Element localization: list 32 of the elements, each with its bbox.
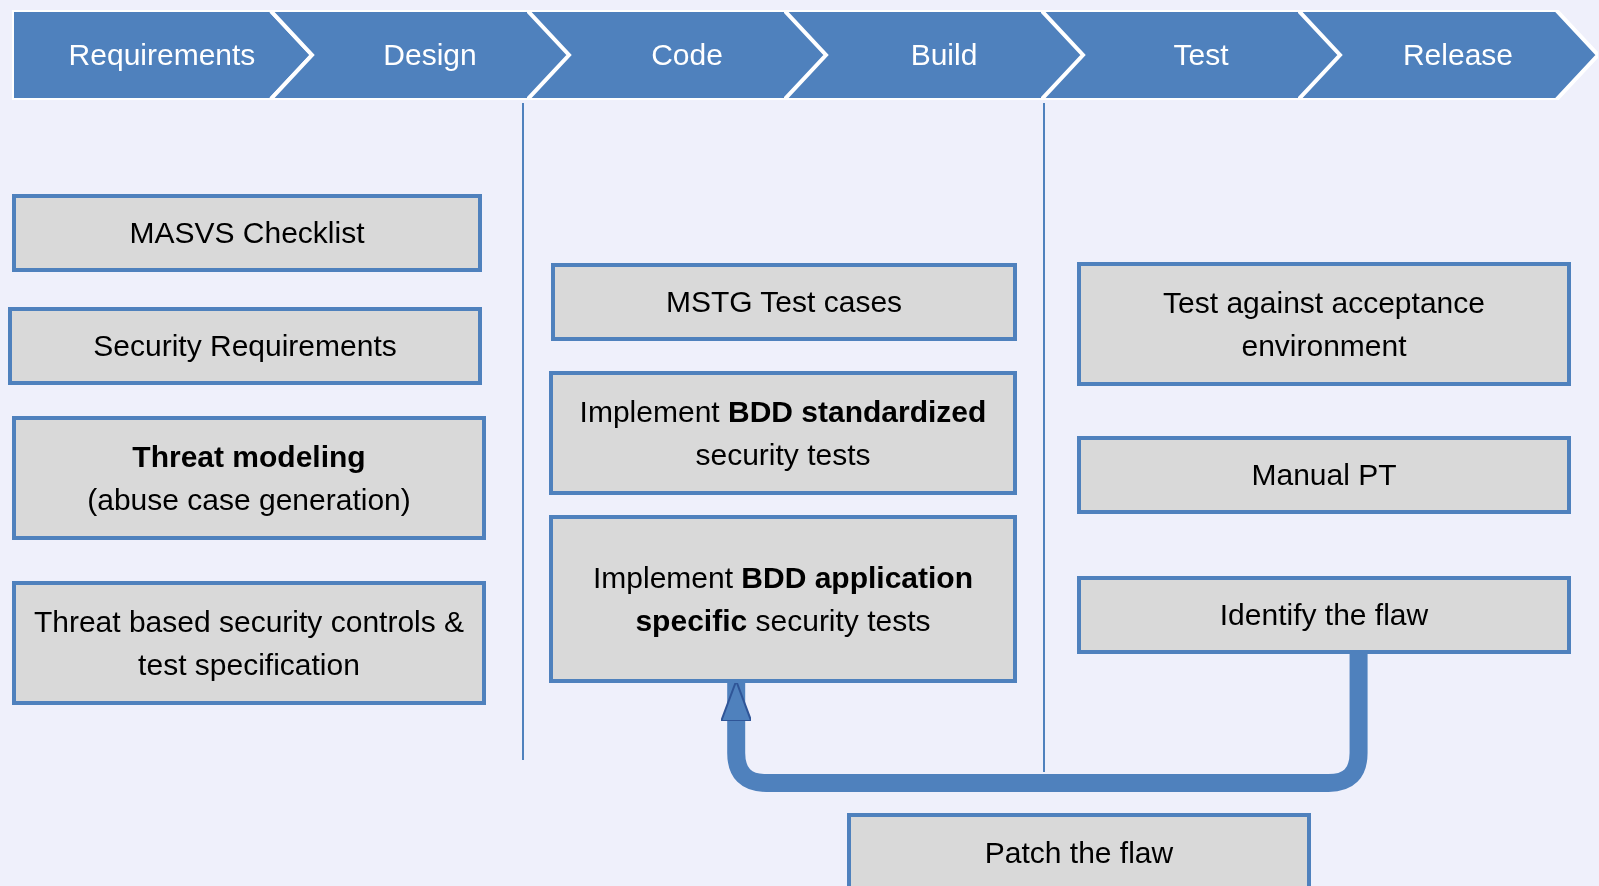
phase-label: Code <box>651 38 723 72</box>
activity-box <box>1077 262 1571 386</box>
activity-text: Threat modeling <box>132 438 366 475</box>
activity-text: (abuse case generation) <box>87 482 411 518</box>
activity-text: MASVS Checklist <box>129 215 365 252</box>
activity-text: Identify the flaw <box>1219 597 1429 634</box>
activity-text: Implement BDD standardized security tests <box>578 393 988 473</box>
activity-box <box>1077 436 1571 514</box>
activity-text: Test against acceptance environment <box>1162 284 1486 364</box>
activity-box <box>847 813 1311 886</box>
phase-label: Release <box>1402 38 1514 72</box>
phase-label: Build <box>910 38 978 72</box>
activity-text: Patch the flaw <box>984 835 1174 872</box>
u-turn-arrow <box>720 654 1368 792</box>
phase-label: Requirements <box>68 38 256 72</box>
activity-text: Threat based security controls & test specification <box>32 603 466 683</box>
activity-box <box>12 416 486 540</box>
activity-box <box>1077 576 1571 654</box>
activity-box <box>12 194 482 272</box>
activity-text: Security Requirements <box>93 328 397 365</box>
activity-box <box>549 515 1017 683</box>
phase-label: Test <box>1173 38 1229 72</box>
activity-text: Manual PT <box>1251 457 1397 494</box>
phase-step <box>12 10 312 100</box>
phase-step <box>1298 10 1598 100</box>
activity-box <box>12 581 486 705</box>
activity-box <box>549 371 1017 495</box>
activity-text: MSTG Test cases <box>665 284 903 321</box>
phase-label: Design <box>383 38 477 72</box>
activity-box <box>551 263 1017 341</box>
activity-text: Implement BDD application specific security tests <box>591 559 975 639</box>
activity-box <box>8 307 482 385</box>
